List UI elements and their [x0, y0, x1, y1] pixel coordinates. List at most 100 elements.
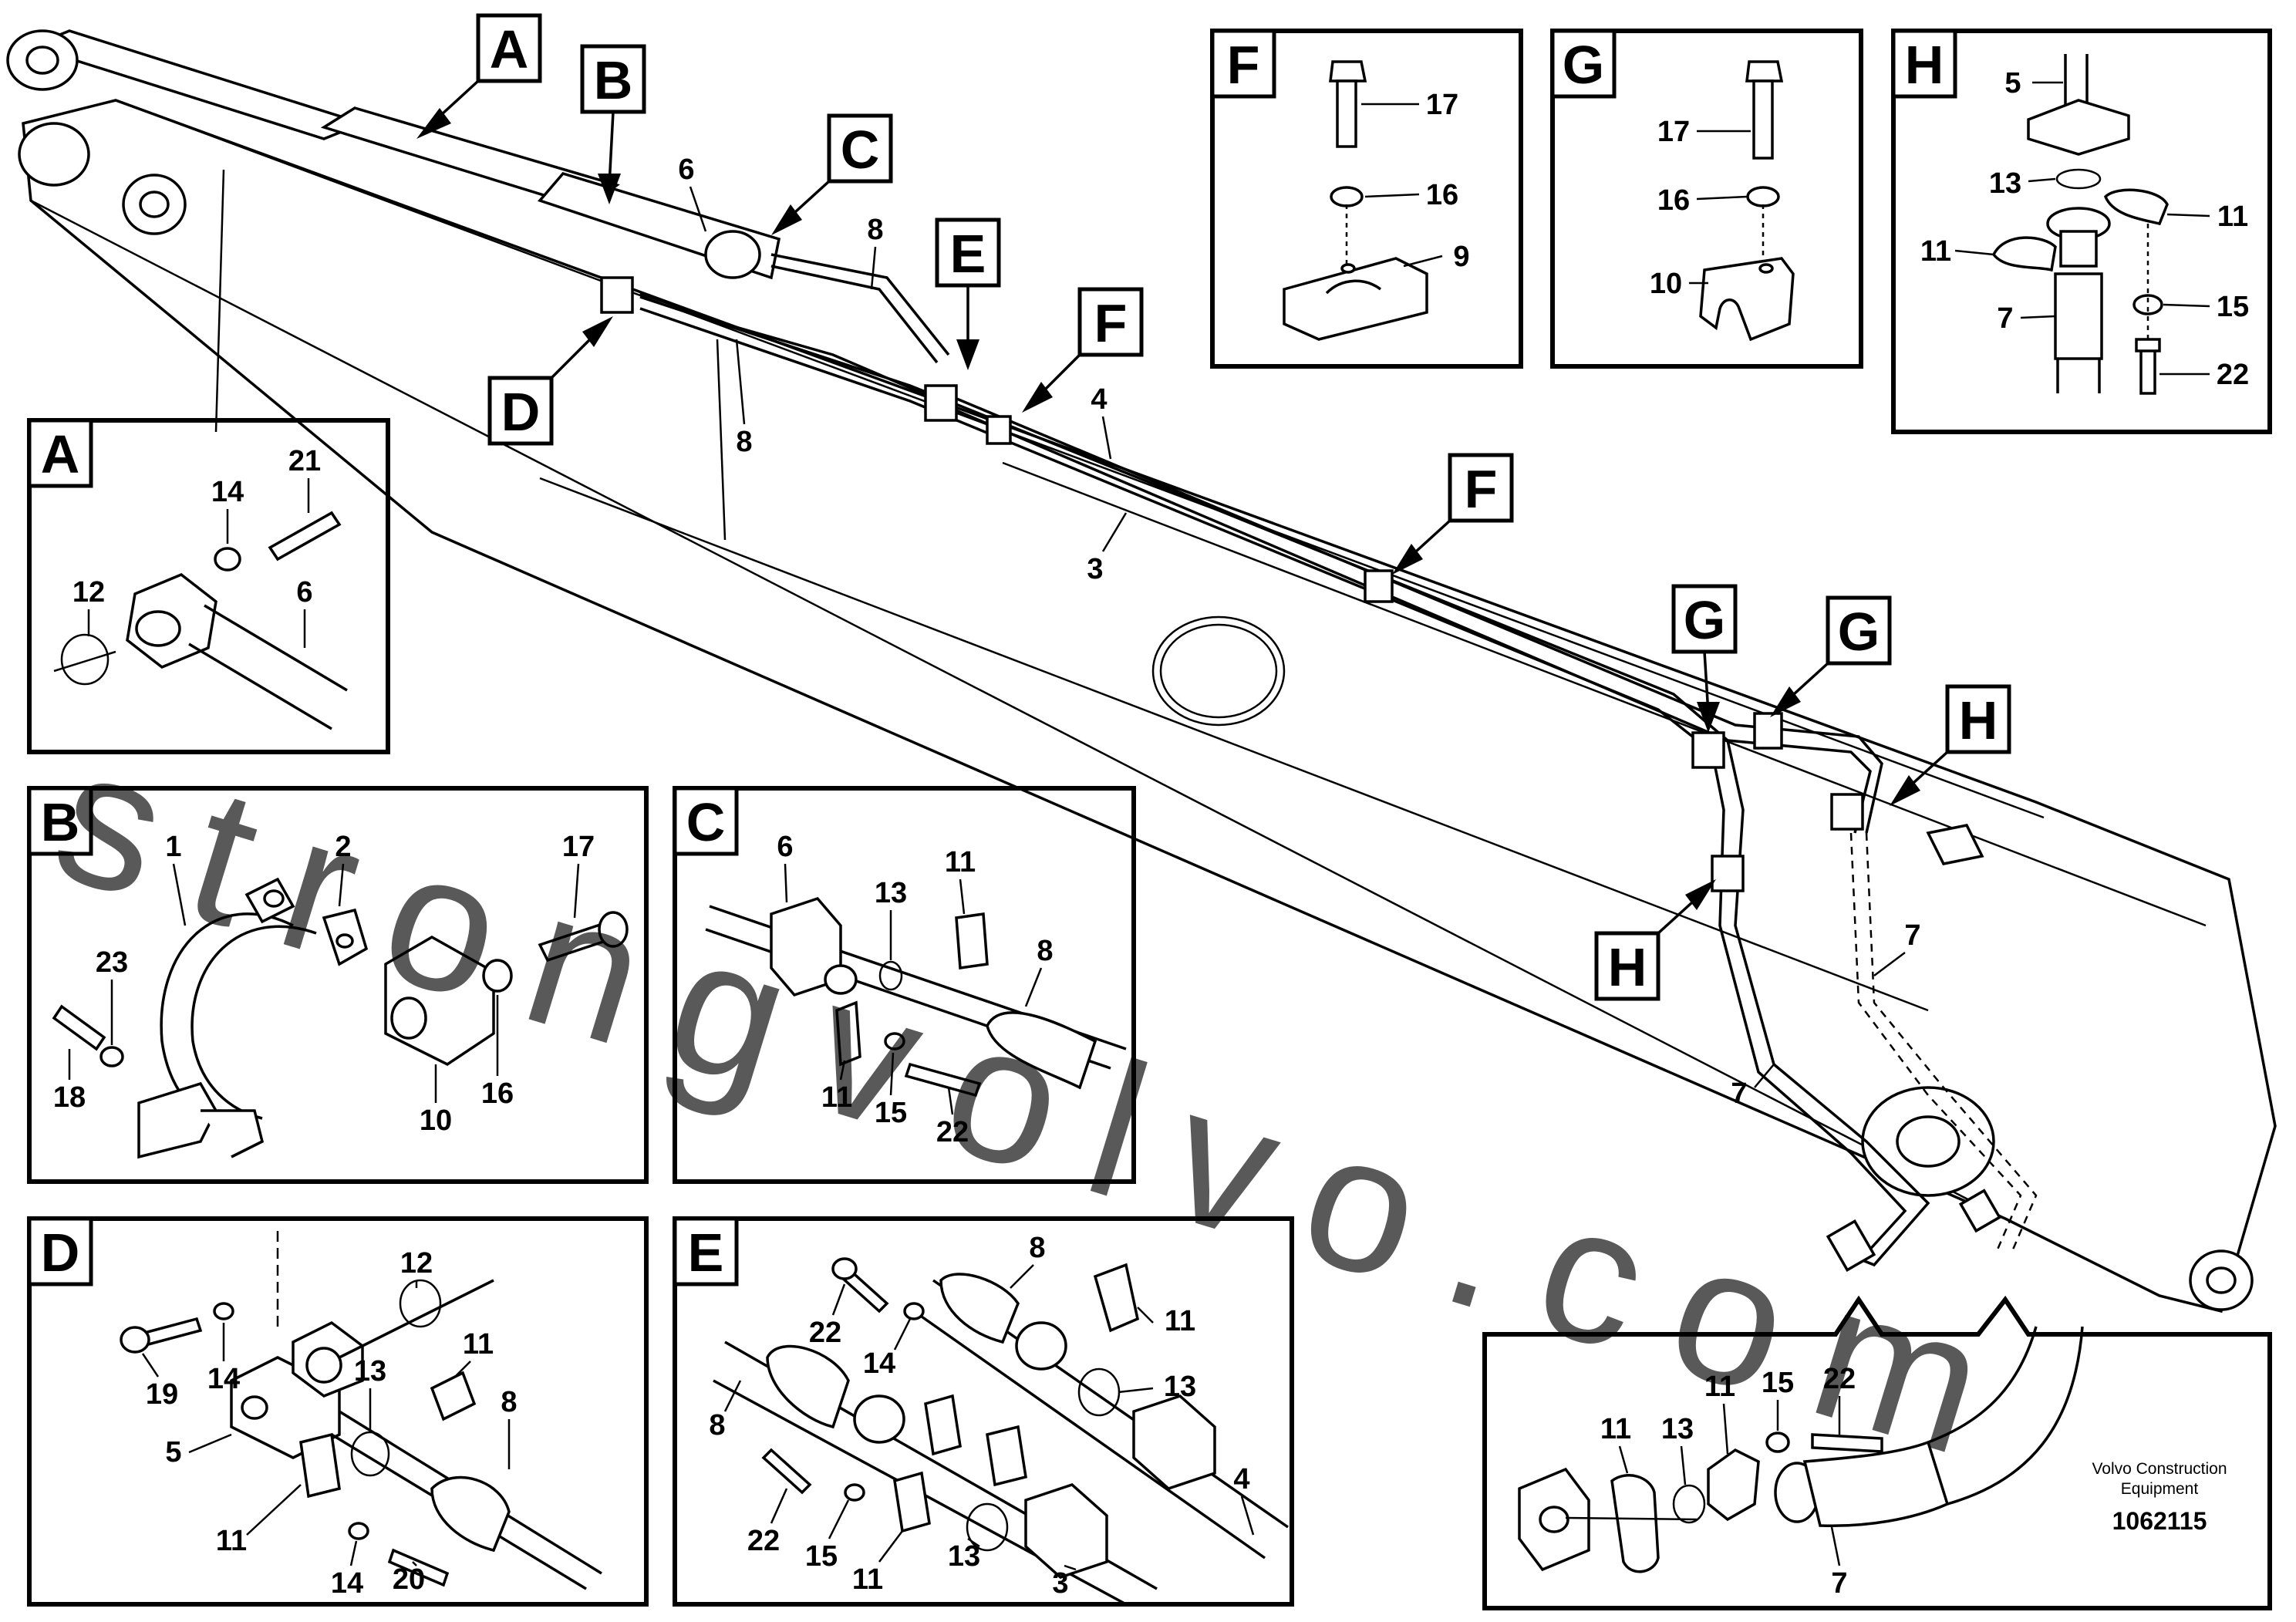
svg-text:6: 6 — [777, 831, 793, 863]
svg-text:E: E — [950, 224, 986, 284]
svg-text:F: F — [1227, 35, 1260, 95]
svg-text:13: 13 — [1661, 1413, 1694, 1445]
svg-text:11: 11 — [1920, 235, 1951, 268]
svg-text:22: 22 — [747, 1525, 780, 1557]
svg-text:B: B — [594, 50, 633, 110]
callout-tag-d[interactable]: D — [487, 316, 613, 446]
svg-text:D: D — [501, 382, 541, 442]
svg-text:16: 16 — [481, 1077, 514, 1110]
svg-text:A: A — [41, 424, 80, 484]
svg-text:H: H — [1959, 690, 1998, 750]
detail-panel-g: G 17 16 10 — [1550, 29, 1863, 369]
svg-text:11: 11 — [1600, 1413, 1631, 1445]
svg-text:12: 12 — [400, 1247, 433, 1280]
detail-panel-a: A 21 14 12 6 — [27, 418, 390, 754]
svg-text:7: 7 — [1997, 302, 2013, 335]
callout-tag-h-right[interactable]: H — [1890, 684, 2011, 806]
title-block: Volvo Construction Equipment 1062115 — [2092, 1460, 2227, 1535]
svg-text:F: F — [1094, 293, 1128, 353]
callout-tag-e[interactable]: E — [935, 218, 1001, 370]
svg-text:C: C — [686, 792, 726, 852]
callout-tag-f-lower[interactable]: F — [1392, 453, 1514, 575]
svg-text:G: G — [1684, 590, 1725, 650]
svg-text:13: 13 — [354, 1355, 386, 1388]
svg-text:18: 18 — [53, 1081, 86, 1114]
svg-text:8: 8 — [867, 214, 883, 246]
svg-text:11: 11 — [216, 1525, 247, 1557]
main-part-labels: 6 8 8 4 3 7 7 — [678, 153, 1920, 1110]
svg-text:11: 11 — [945, 846, 976, 878]
hydraulic-pipes — [639, 253, 2038, 1273]
callout-tag-g-left[interactable]: G — [1671, 584, 1738, 733]
company-name-line1: Volvo Construction — [2092, 1460, 2227, 1478]
svg-text:2: 2 — [335, 831, 351, 863]
svg-text:5: 5 — [165, 1436, 181, 1469]
svg-text:12: 12 — [72, 576, 105, 609]
svg-text:8: 8 — [1037, 935, 1053, 967]
callout-tag-f-upper[interactable]: F — [1022, 287, 1144, 413]
svg-text:14: 14 — [863, 1347, 895, 1380]
svg-text:8: 8 — [709, 1409, 725, 1442]
callout-tag-h-left[interactable]: H — [1594, 879, 1716, 1001]
svg-text:22: 22 — [809, 1317, 841, 1349]
svg-text:15: 15 — [875, 1097, 907, 1129]
svg-text:C: C — [841, 120, 880, 180]
svg-text:7: 7 — [1904, 919, 1920, 952]
svg-text:4: 4 — [1091, 383, 1107, 416]
svg-text:6: 6 — [678, 153, 694, 186]
callout-tag-g-right[interactable]: G — [1770, 595, 1892, 717]
svg-text:4: 4 — [1233, 1463, 1249, 1496]
svg-text:15: 15 — [1762, 1367, 1794, 1399]
svg-text:17: 17 — [1426, 89, 1458, 121]
svg-text:3: 3 — [1087, 553, 1103, 585]
svg-text:11: 11 — [1704, 1371, 1735, 1403]
svg-text:1: 1 — [165, 831, 181, 863]
svg-text:11: 11 — [1165, 1305, 1195, 1337]
svg-text:8: 8 — [736, 426, 752, 458]
svg-text:E: E — [688, 1222, 724, 1283]
svg-text:19: 19 — [146, 1378, 178, 1411]
svg-text:17: 17 — [562, 831, 595, 863]
svg-text:8: 8 — [501, 1386, 517, 1418]
detail-panel-f: F 17 16 9 — [1210, 29, 1523, 369]
svg-text:10: 10 — [420, 1104, 452, 1137]
boom-body — [18, 99, 2277, 1313]
callout-tag-b[interactable]: B — [580, 44, 646, 204]
svg-text:8: 8 — [1029, 1232, 1045, 1264]
svg-text:14: 14 — [331, 1567, 363, 1600]
svg-text:5: 5 — [2004, 67, 2021, 99]
detail-panel-c: C 6 11 13 8 11 15 22 — [673, 786, 1136, 1184]
svg-text:21: 21 — [288, 445, 321, 477]
svg-text:23: 23 — [96, 946, 128, 979]
svg-text:15: 15 — [2217, 291, 2249, 323]
callout-tag-a[interactable]: A — [416, 13, 542, 139]
svg-text:11: 11 — [463, 1328, 494, 1361]
svg-text:16: 16 — [1657, 184, 1690, 217]
svg-text:H: H — [1608, 937, 1647, 997]
svg-text:13: 13 — [1989, 167, 2021, 200]
detail-panel-d: D 12 19 14 13 11 5 8 11 14 — [27, 1216, 649, 1607]
detail-panel-b: B 1 2 17 23 18 10 16 — [27, 786, 649, 1184]
svg-text:16: 16 — [1426, 179, 1458, 211]
company-name-line2: Equipment — [2121, 1480, 2199, 1498]
svg-text:H: H — [1905, 35, 1944, 95]
svg-text:13: 13 — [875, 877, 907, 909]
svg-text:20: 20 — [393, 1563, 425, 1596]
callout-tag-c[interactable]: C — [771, 113, 893, 235]
svg-text:10: 10 — [1650, 268, 1682, 300]
svg-text:14: 14 — [207, 1363, 240, 1395]
svg-text:11: 11 — [852, 1563, 883, 1596]
svg-text:17: 17 — [1657, 116, 1690, 148]
svg-text:9: 9 — [1453, 241, 1469, 273]
svg-text:13: 13 — [948, 1540, 980, 1573]
svg-text:A: A — [490, 19, 529, 79]
svg-text:3: 3 — [1052, 1567, 1068, 1600]
drawing-number: 1062115 — [2112, 1507, 2207, 1535]
svg-text:22: 22 — [1823, 1363, 1856, 1395]
svg-text:7: 7 — [1731, 1077, 1747, 1110]
svg-text:13: 13 — [1164, 1371, 1196, 1403]
svg-text:22: 22 — [936, 1116, 969, 1148]
svg-text:B: B — [41, 792, 80, 852]
svg-text:6: 6 — [296, 576, 312, 609]
